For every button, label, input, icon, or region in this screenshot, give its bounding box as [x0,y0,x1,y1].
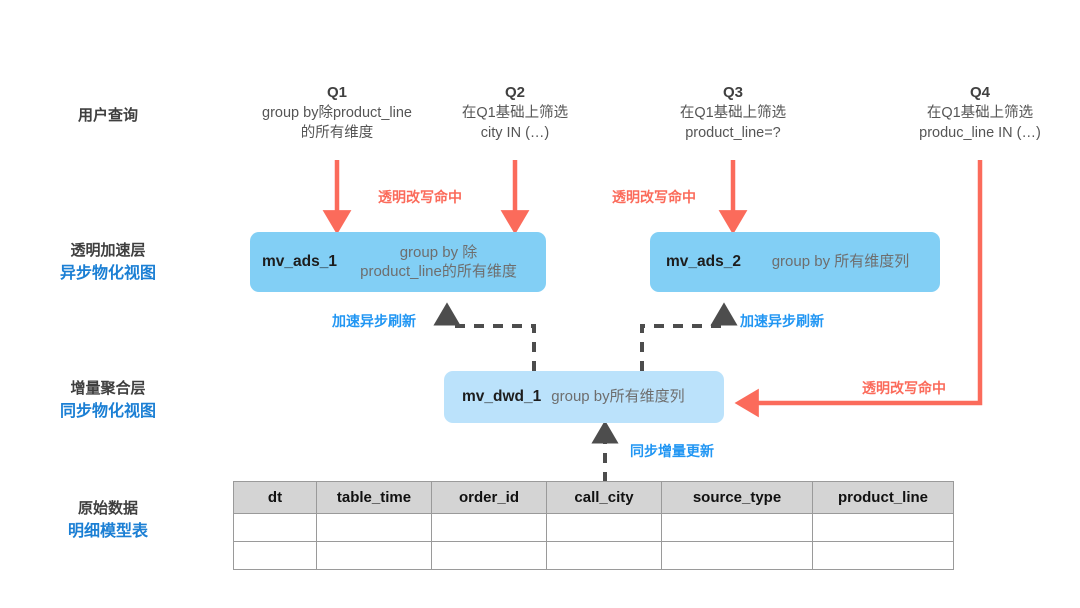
table-row [233,541,954,570]
source-detail-table: dt table_time order_id call_city source_… [233,481,954,570]
query-line-1: 在Q1基础上筛选 [679,105,787,122]
table-cell [661,541,813,570]
box-description: group by所有维度列 [551,388,685,406]
box-name: mv_dwd_1 [462,388,542,405]
query-q4: Q4 在Q1基础上筛选 produc_line IN (…) [880,83,1080,143]
table-cell [233,513,317,542]
query-line-2: 的所有维度 [300,124,374,141]
box-mv-dwd-1[interactable]: mv_dwd_1 group by所有维度列 [444,371,724,423]
label-sync-incremental: 同步增量更新 [630,443,714,459]
query-title: Q2 [504,84,525,101]
dashed-mv-dwd-to-mv-ads-2 [640,302,738,371]
dashed-mv-dwd-to-mv-ads-1 [433,302,536,371]
table-cell [233,541,317,570]
query-title: Q4 [969,84,990,101]
row-label-primary: 透明加速层 [70,242,146,259]
query-q1: Q1 group by除product_line 的所有维度 [197,83,477,143]
table-column-header-table-time: table_time [316,481,432,514]
query-title: Q1 [326,84,347,101]
table-cell [431,513,547,542]
table-header-row: dt table_time order_id call_city source_… [233,481,954,514]
query-line-1: 在Q1基础上筛选 [926,105,1034,122]
row-label-primary: 原始数据 [77,500,138,517]
label-rewrite-hit-right: 透明改写命中 [862,380,946,396]
label-rewrite-hit-mid: 透明改写命中 [612,189,696,205]
label-async-refresh-left: 加速异步刷新 [332,313,416,329]
table-cell [431,541,547,570]
row-label-accel-layer: 透明加速层 异步物化视图 [8,240,208,285]
table-column-header-source-type: source_type [661,481,813,514]
query-title: Q3 [722,84,743,101]
box-name: mv_ads_1 [262,253,337,270]
table-cell [661,513,813,542]
row-label-primary: 增量聚合层 [70,380,146,397]
table-cell [546,541,662,570]
row-label-primary: 用户查询 [77,107,138,124]
query-line-2: produc_line IN (…) [919,124,1041,141]
table-cell [316,513,432,542]
query-line-1: 在Q1基础上筛选 [461,105,569,122]
table-column-header-call-city: call_city [546,481,662,514]
box-mv-ads-2[interactable]: mv_ads_2 group by 所有维度列 [650,232,940,292]
table-column-header-order-id: order_id [431,481,547,514]
query-q3: Q3 在Q1基础上筛选 product_line=? [643,83,823,143]
table-cell [812,513,954,542]
table-cell [316,541,432,570]
row-label-secondary: 同步物化视图 [59,402,156,420]
box-mv-ads-1[interactable]: mv_ads_1 group by 除 product_line的所有维度 [250,232,546,292]
label-rewrite-hit-left: 透明改写命中 [378,189,462,205]
label-async-refresh-right: 加速异步刷新 [740,313,824,329]
table-column-header-dt: dt [233,481,317,514]
box-name: mv_ads_2 [666,253,741,270]
row-label-secondary: 异步物化视图 [59,264,156,282]
query-q2: Q2 在Q1基础上筛选 city IN (…) [425,83,605,143]
table-cell [546,513,662,542]
row-label-user-query: 用户查询 [8,105,208,127]
table-cell [812,541,954,570]
query-line-2: product_line=? [685,124,781,141]
box-description: group by 除 product_line的所有维度 [360,243,517,281]
row-label-raw-data: 原始数据 明细模型表 [8,498,208,543]
row-label-secondary: 明细模型表 [67,522,148,540]
query-line-1: group by除product_line [262,105,412,122]
table-row [233,513,954,542]
row-label-agg-layer: 增量聚合层 同步物化视图 [8,378,208,423]
box-description: group by 所有维度列 [771,253,910,271]
table-column-header-product-line: product_line [812,481,954,514]
query-line-2: city IN (…) [480,124,550,141]
